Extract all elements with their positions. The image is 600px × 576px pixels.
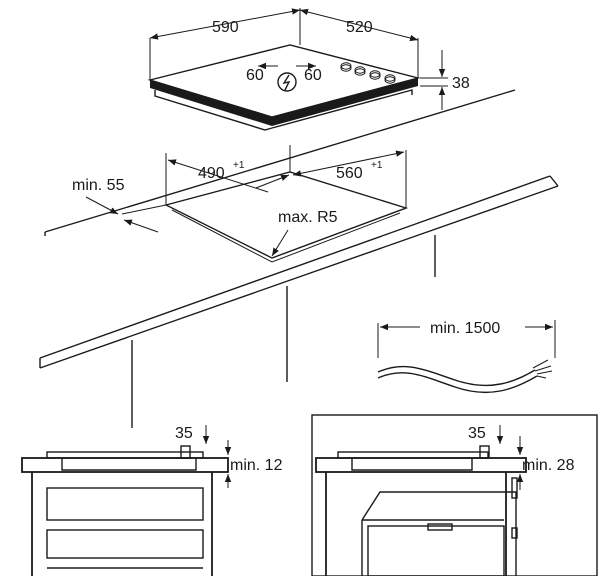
cable-drawing: min. 1500 [377,320,556,394]
edge-distance-label: min. 55 [72,177,125,194]
oven-vent-2 [511,527,518,539]
hob-height-label: 38 [452,75,470,92]
left-hob-clip [180,445,191,459]
clearance-right-label: 60 [304,67,322,84]
knob-1 [340,64,352,72]
hob-depth-label: 520 [346,19,373,36]
cutout-depth-label: 560 [336,165,363,182]
oven-handle [427,523,453,531]
cutout-width-tolerance: +1 [233,160,245,171]
cutout-width-arrow-left [167,159,269,193]
clearance-left-label: 60 [246,67,264,84]
oven-vent-1 [511,477,518,499]
cutout-width-label: 490 [198,165,225,182]
left-inset-label: 35 [175,425,193,442]
left-hob-body [61,458,197,471]
edge-distance-arrow-top [85,196,119,215]
worktop-drawing [39,89,559,428]
corner-radius-arrow [271,229,289,257]
detail-oven-cabinet: 35 min. 28 [311,414,598,576]
left-gap-label: min. 12 [230,457,283,474]
left-hob-glass [46,451,204,459]
drawer-2 [46,529,204,559]
hob-side-edge [272,78,418,126]
cutout-depth-tolerance: +1 [371,160,383,171]
worktop-front-edge [39,175,551,359]
drawer-1 [46,487,204,521]
knob-4 [384,76,396,84]
right-gap-label: min. 28 [522,457,575,474]
oven-door [367,525,505,576]
detail-frame [311,414,598,576]
hob-width-label: 590 [212,19,239,36]
hob-front-edge [150,80,272,126]
knob-2 [354,68,366,76]
cutout-width-arrow-right [255,174,290,189]
right-hob-glass [337,451,489,459]
control-knobs [340,62,396,84]
cutout-drawing: 490 +1 560 +1 min. 55 max. R5 [72,145,409,263]
corner-radius-label: max. R5 [278,209,338,226]
worktop-back-edge [44,89,516,233]
cable-length-label: min. 1500 [430,320,500,337]
right-hob-clip [479,445,490,459]
power-connection-icon [277,72,297,92]
hob-width-dimension [149,8,301,40]
detail-drawer-cabinet: 35 min. 12 [21,425,283,576]
edge-distance-arrow-bottom [123,219,159,233]
right-hob-body [351,458,473,471]
hob-depth-dimension [299,8,419,42]
oven-top [361,491,517,576]
knob-3 [369,72,381,80]
cutout-depth-dimension [292,150,405,177]
right-inset-label: 35 [468,425,486,442]
power-cable [377,365,536,387]
hob-drawing: 60 60 590 520 38 [147,8,470,131]
